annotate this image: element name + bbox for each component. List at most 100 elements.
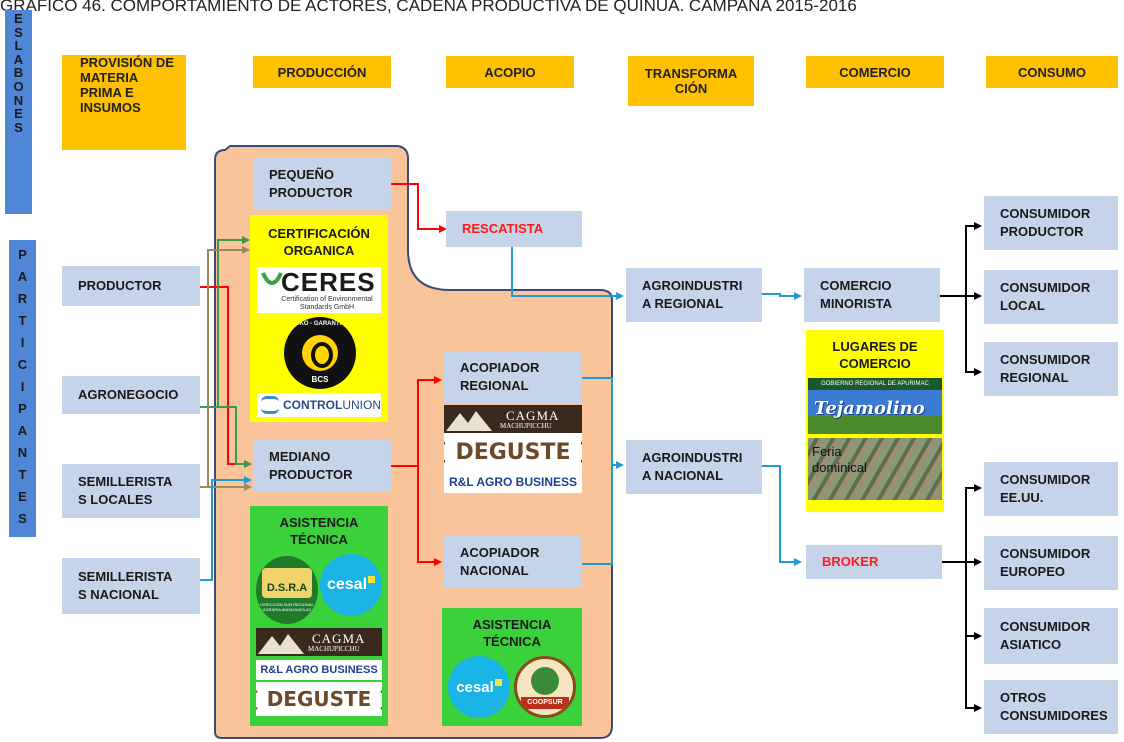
participantes-bar: P A R T I C I P A N T E S	[9, 240, 36, 537]
node-line: NACIONAL	[460, 563, 529, 578]
header-provision-line: PROVISIÓN DE	[80, 55, 174, 70]
participantes-letter: T	[18, 313, 27, 328]
ceres-subtitle: Certification of Environmental Standards…	[277, 296, 377, 312]
arrow-rescatista-agroregional	[511, 246, 624, 300]
box-title-line: CERTIFICACIÓN	[268, 226, 370, 241]
arrow-agronegocio-mediano	[218, 406, 252, 468]
node-line: AGROINDUSTRI	[642, 450, 743, 465]
cesal-text: cesal	[327, 576, 375, 594]
participantes-letter: P	[18, 247, 27, 262]
header-provision-line: MATERIA	[80, 70, 139, 85]
eslabones-letter: S	[14, 119, 23, 135]
eslabones-letter: N	[13, 92, 24, 108]
feria-text: Feria dominical	[812, 444, 867, 476]
deguste-text: DEGUSTE	[266, 687, 372, 711]
rl-agro-logo-acopio: R&L AGRO BUSINESS	[444, 471, 582, 493]
arrow-semilleristas-nacional	[200, 476, 252, 581]
box-title-line: TÉCNICA	[483, 634, 541, 649]
dsra-logo: D.S.R.A DIRECCIÓN SUB REGIONAL AGRARIA A…	[256, 556, 318, 624]
arrow-semilleristas-certificacion	[200, 246, 250, 488]
controlunion-icon	[261, 396, 279, 414]
gobierno-text: GOBIERNO REGIONAL DE APURIMAC	[808, 378, 942, 390]
bcs-text: BCS	[311, 375, 329, 384]
node-semilleristas-nacional: SEMILLERISTA S NACIONAL	[62, 558, 200, 614]
participantes-letter: I	[20, 379, 25, 394]
header-provision-line: INSUMOS	[80, 100, 141, 115]
node-line: MEDIANO	[269, 449, 331, 464]
controlunion-text-a: CONTROL	[283, 398, 343, 412]
node-line: CONSUMIDOR	[1000, 546, 1091, 561]
node-consumidor-europeo: CONSUMIDOR EUROPEO	[984, 536, 1118, 590]
feria-line: dominical	[812, 460, 867, 475]
node-line: ACOPIADOR	[460, 545, 540, 560]
node-line: CONSUMIDOR	[1000, 472, 1091, 487]
box-title-line: ASISTENCIA	[279, 515, 359, 530]
box-title-line: LUGARES DE	[832, 339, 918, 354]
header-comercio: COMERCIO	[806, 56, 944, 88]
node-consumidor-regional: CONSUMIDOR REGIONAL	[984, 342, 1118, 396]
controlunion-text-b: UNION	[342, 398, 381, 412]
eslabones-letter: S	[14, 24, 23, 40]
arrow-pequeno-rescatista	[390, 183, 447, 233]
header-acopio: ACOPIO	[446, 56, 574, 88]
ceres-sub-line: Standards GmbH	[299, 304, 355, 311]
box-title-line: COMERCIO	[839, 356, 911, 371]
node-line: CONSUMIDOR	[1000, 352, 1091, 367]
node-comercio-minorista: COMERCIO MINORISTA	[804, 268, 940, 322]
node-consumidor-eeuu: CONSUMIDOR EE.UU.	[984, 462, 1118, 516]
coopsur-text: COOPSUR	[521, 697, 569, 709]
ceres-logo: CERES Certification of Environmental Sta…	[257, 267, 381, 313]
node-line: AGROINDUSTRI	[642, 278, 743, 293]
header-transformacion-line: CIÓN	[674, 81, 708, 96]
node-line: CONSUMIDOR	[1000, 619, 1091, 634]
arrow-to-otros-consumidores	[965, 636, 982, 712]
header-transformacion: TRANSFORMA CIÓN	[628, 56, 754, 106]
arrow-agroregional-minorista	[762, 292, 802, 300]
node-pequeno-productor: PEQUEÑO PRODUCTOR	[253, 158, 391, 210]
eslabones-letter: O	[13, 78, 24, 94]
box-asistencia-title: ASISTENCIA TÉCNICA	[250, 514, 388, 548]
tejamolino-text: Tejamolino	[814, 398, 925, 419]
eslabones-letter: E	[14, 11, 23, 26]
arrow-to-consumidor-productor	[965, 222, 982, 296]
feria-line: Feria	[812, 444, 842, 459]
feria-dominical-image: Feria dominical	[808, 438, 942, 500]
node-consumidor-asiatico: CONSUMIDOR ASIATICO	[984, 608, 1118, 664]
coopsur-logo: COOPSUR	[514, 656, 576, 718]
node-acopiador-nacional: ACOPIADOR NACIONAL	[444, 536, 582, 588]
machupicchu-text: MACHUPICCHU	[308, 645, 360, 653]
cesal-text: cesal	[456, 679, 502, 696]
participantes-letter: A	[17, 423, 28, 438]
header-provision: PROVISIÓN DE MATERIA PRIMA E INSUMOS	[62, 55, 186, 150]
eslabones-letter: E	[14, 106, 23, 122]
node-line: MINORISTA	[820, 296, 892, 311]
rl-agro-logo: R&L AGRO BUSINESS	[256, 660, 382, 680]
node-consumidor-local: CONSUMIDOR LOCAL	[984, 270, 1118, 324]
node-line: A NACIONAL	[642, 468, 724, 483]
arrow-agronacional-broker	[762, 465, 802, 566]
eslabones-letter: B	[13, 65, 24, 81]
arrow-mediano-nacional	[417, 466, 442, 566]
cagma-logo-acopio: CAGMA MACHUPICCHU	[444, 405, 582, 433]
ceres-leaf-icon	[261, 269, 283, 295]
box-asistencia-title: ASISTENCIA TÉCNICA	[442, 616, 582, 650]
node-line: EE.UU.	[1000, 490, 1044, 505]
participantes-letter: I	[20, 335, 25, 350]
node-line: CONSUMIDOR	[1000, 280, 1091, 295]
node-otros-consumidores: OTROS CONSUMIDORES	[984, 680, 1118, 734]
node-line: S LOCALES	[78, 492, 153, 507]
ceres-sub-line: Certification of Environmental	[281, 296, 373, 303]
node-line: PRODUCTOR	[1000, 224, 1084, 239]
node-agronegocio: AGRONEGOCIO	[62, 376, 200, 414]
eslabones-letter: L	[14, 38, 23, 54]
node-mediano-productor: MEDIANO PRODUCTOR	[253, 440, 391, 492]
node-line: PRODUCTOR	[269, 185, 353, 200]
box-title-line: ASISTENCIA	[472, 617, 552, 632]
arrow-to-consumidor-asiatico	[965, 562, 982, 640]
arrow-acopiador-regional-out	[582, 377, 624, 469]
tejamolino-image: GOBIERNO REGIONAL DE APURIMAC Tejamolino	[808, 378, 942, 434]
participantes-letter: S	[18, 511, 27, 526]
participantes-letter: N	[17, 445, 28, 460]
participantes-letter: C	[17, 357, 28, 372]
